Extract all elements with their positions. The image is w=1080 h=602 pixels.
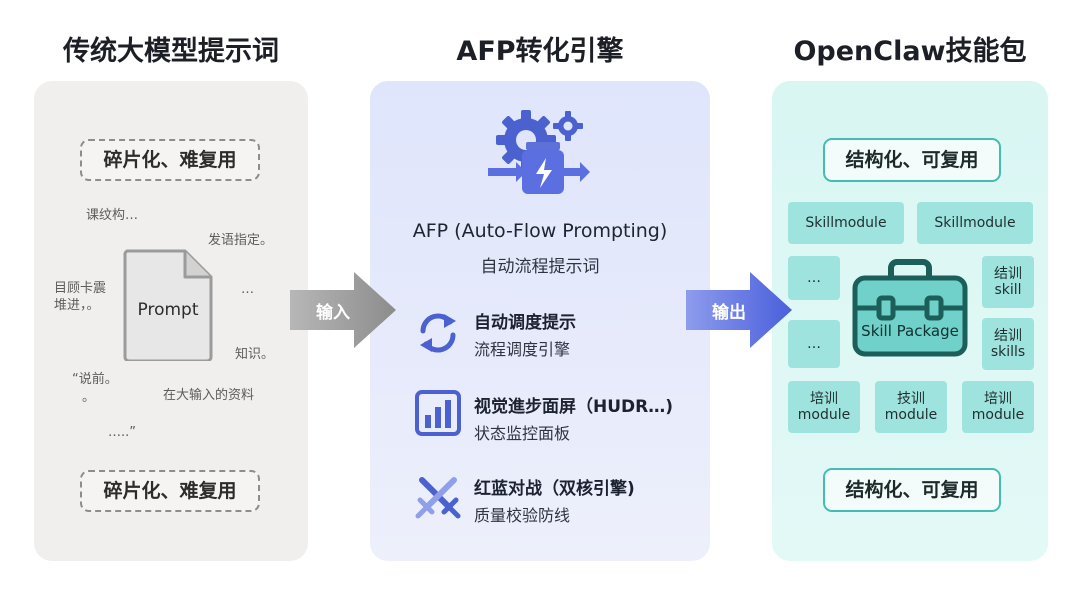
- document-icon: [123, 249, 213, 361]
- toolbox-icon: [852, 259, 968, 357]
- module-label: …: [807, 336, 821, 352]
- fragment-text: 知识。: [235, 347, 275, 362]
- gear-engine-icon: [488, 110, 590, 194]
- bar-chart-icon: [415, 390, 461, 436]
- fragment-text: 。: [82, 390, 96, 405]
- module-label: skill: [994, 282, 1022, 298]
- feature-subtitle: 流程调度引擎: [474, 340, 571, 359]
- module-label: …: [807, 270, 821, 286]
- module-label: module: [971, 407, 1025, 423]
- afp-title: AFP (Auto-Flow Prompting): [412, 220, 668, 242]
- fragment-text: 在大输入的资料: [163, 388, 255, 403]
- skill-module-block: Skillmodule: [788, 202, 904, 244]
- output-arrow: [686, 272, 792, 348]
- module-label: Skillmodule: [934, 215, 1016, 231]
- fragmented-label-bottom: 碎片化、难复用: [80, 470, 260, 512]
- input-arrow-label: 输入: [316, 303, 350, 323]
- feature-title: 自动调度提示: [474, 313, 576, 333]
- module-label: Skillmodule: [805, 215, 887, 231]
- module-label: module: [797, 407, 851, 423]
- skill-module-block: Skillmodule: [917, 202, 1033, 244]
- fragment-text: 课纹构…: [86, 208, 139, 223]
- feature-subtitle: 状态监控面板: [474, 424, 571, 443]
- fragment-text: …..”: [108, 425, 136, 440]
- module-label: 结训: [994, 266, 1022, 282]
- fragment-text: 发语指定。: [208, 233, 274, 248]
- training-module-block: 技训 module: [875, 381, 947, 433]
- module-label: 结训: [994, 328, 1022, 344]
- module-label: 培训: [984, 391, 1012, 407]
- prompt-document-label: Prompt: [137, 300, 199, 320]
- feature-subtitle: 质量校验防线: [474, 506, 571, 525]
- placeholder-module-block: …: [788, 256, 840, 300]
- fragment-text: …: [241, 282, 254, 297]
- feature-title: 红蓝对战（双核引擎): [474, 479, 635, 499]
- placeholder-module-block: …: [788, 320, 840, 368]
- structured-label-top: 结构化、可复用: [823, 138, 1001, 182]
- skill-side-block: 结训 skills: [982, 318, 1034, 370]
- structured-label-bottom: 结构化、可复用: [823, 468, 1001, 512]
- module-label: 技训: [897, 391, 925, 407]
- right-column-title: OpenClaw技能包: [793, 36, 1027, 67]
- fragment-text: 堆进，。: [54, 298, 100, 313]
- module-label: 培训: [810, 391, 838, 407]
- skill-package-label: Skill Package: [861, 322, 959, 340]
- feature-title: 视觉進步面屏（HUDR…): [474, 397, 674, 417]
- training-module-block: 培训 module: [962, 381, 1034, 433]
- fragmented-label-top: 碎片化、难复用: [80, 139, 260, 181]
- input-arrow: [290, 272, 396, 348]
- module-label: module: [884, 407, 938, 423]
- fragment-text: “说前。: [72, 372, 118, 387]
- left-column-title: 传统大模型提示词: [63, 36, 279, 67]
- fragment-text: 目顾卡震: [54, 281, 107, 296]
- training-module-block: 培训 module: [788, 381, 860, 433]
- output-arrow-label: 输出: [712, 303, 746, 323]
- middle-column-title: AFP转化引擎: [456, 36, 624, 67]
- module-label: skills: [990, 344, 1026, 360]
- crossed-swords-icon: [415, 477, 461, 519]
- skill-side-block: 结训 skill: [982, 256, 1034, 308]
- afp-subtitle: 自动流程提示词: [480, 257, 600, 277]
- refresh-icon: [420, 313, 456, 353]
